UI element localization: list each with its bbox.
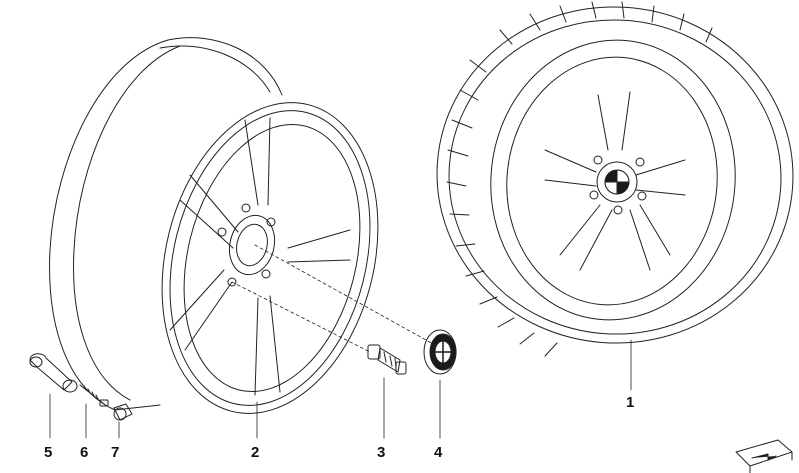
callout-2: 2 — [251, 444, 260, 461]
leader-lines — [49, 244, 632, 439]
callout-4: 4 — [434, 444, 443, 461]
callout-5: 5 — [44, 444, 53, 461]
valve-core-icon — [79, 384, 109, 407]
valve-cap-icon — [113, 403, 133, 421]
alloy-rim-icon — [49, 37, 379, 414]
catalog-arrow-icon — [735, 439, 793, 473]
assembly-axis — [254, 244, 436, 346]
callout-7: 7 — [111, 444, 120, 461]
callout-6: 6 — [80, 444, 89, 461]
callout-3: 3 — [377, 444, 386, 461]
valve-stem-icon — [29, 353, 78, 393]
bolt-axis — [231, 281, 371, 353]
hub-cap-emblem-icon — [423, 329, 457, 375]
complete-wheel-with-tire-icon — [436, 1, 794, 357]
wheel-bolt-icon — [367, 344, 407, 375]
callout-1: 1 — [626, 394, 635, 411]
